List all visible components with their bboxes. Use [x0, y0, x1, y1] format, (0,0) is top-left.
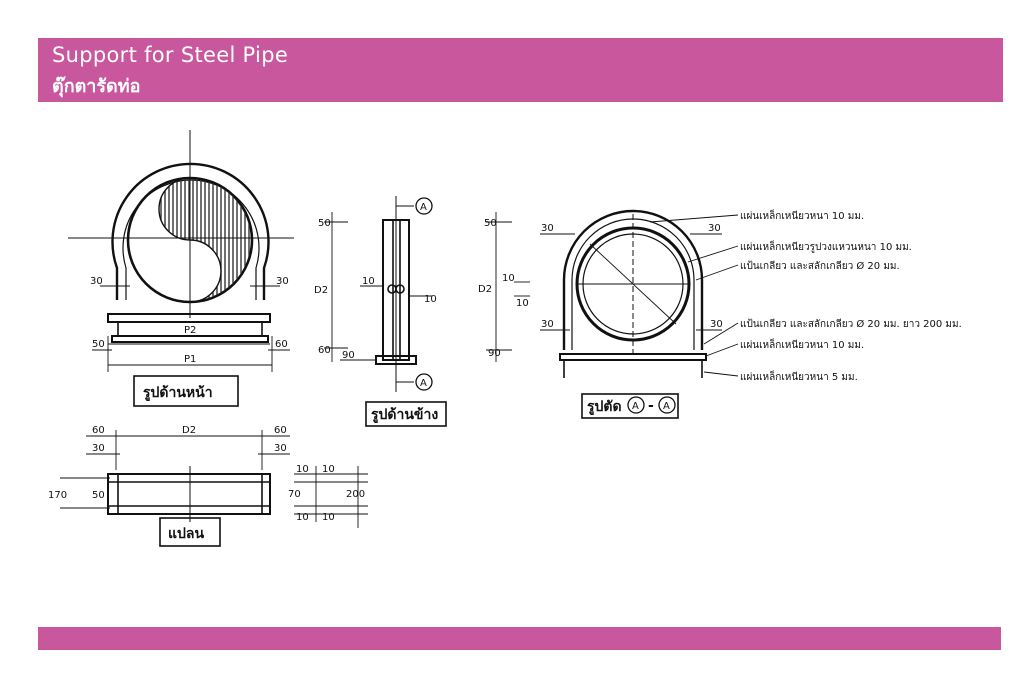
section-dim-10b: 10 — [516, 298, 529, 309]
note-6: แผ่นเหล็กเหนียวหนา 5 มม. — [740, 369, 858, 383]
section-mark-dash: - — [648, 398, 654, 414]
section-dim-right-30a: 30 — [708, 223, 721, 234]
side-section-mark-top: A — [420, 202, 427, 213]
section-view-label: รูปตัด — [587, 399, 622, 415]
front-dim-p2: P2 — [184, 325, 196, 336]
page-title: Support for Steel Pipe — [52, 43, 289, 67]
section-mark-circle-2 — [658, 396, 676, 414]
plan-label-box — [159, 517, 221, 547]
front-dim-left-50: 50 — [92, 339, 105, 350]
header-band: Support for Steel Pipe ตุ๊กตารัดท่อ — [38, 38, 1003, 102]
plan-dim-170: 170 — [48, 490, 67, 501]
front-label-box — [133, 375, 239, 407]
front-view — [68, 130, 294, 372]
section-dim-d2: D2 — [478, 284, 492, 295]
plan-dim-70: 70 — [288, 489, 301, 500]
side-view-label: รูปด้านข้าง — [371, 407, 438, 423]
plan-dim-right-30: 30 — [274, 443, 287, 454]
footer-band — [38, 627, 1001, 650]
note-1: แผ่นเหล็กเหนียวหนา 10 มม. — [740, 208, 864, 222]
note-4: แป้นเกลียว และสลักเกลียว Ø 20 มม. ยาว 20… — [740, 318, 962, 330]
note-2: แผ่นเหล็กเหนียวรูปวงแหวนหนา 10 มม. — [740, 239, 912, 253]
note-3: แป้นเกลียว และสลักเกลียว Ø 20 มม. — [740, 260, 900, 272]
section-dim-right-30b: 30 — [710, 319, 723, 330]
section-dim-90: 90 — [488, 348, 501, 359]
plan-dim-50: 50 — [92, 490, 105, 501]
side-dim-d2: D2 — [314, 285, 328, 296]
side-label-box — [365, 401, 447, 427]
plan-dim-10d: 10 — [322, 512, 335, 523]
plan-view-label: แปลน — [168, 526, 204, 542]
note-5: แผ่นเหล็กเหนียวหนา 10 มม. — [740, 337, 864, 351]
plan-view — [60, 430, 368, 528]
side-dim-10a: 10 — [362, 276, 375, 287]
side-dim-60: 60 — [318, 345, 331, 356]
front-dim-right-30: 30 — [276, 276, 289, 287]
page-subtitle: ตุ๊กตารัดท่อ — [52, 76, 141, 97]
front-dim-p1: P1 — [184, 354, 196, 365]
plan-dim-right-60: 60 — [274, 425, 287, 436]
section-mark-2: A — [663, 401, 670, 412]
plan-dim-d2: D2 — [182, 425, 196, 436]
front-view-label: รูปด้านหน้า — [143, 385, 213, 401]
plan-dim-left-60: 60 — [92, 425, 105, 436]
plan-dim-10a: 10 — [296, 464, 309, 475]
section-dim-50: 50 — [484, 218, 497, 229]
section-dim-left-30b: 30 — [541, 319, 554, 330]
side-section-mark-bottom: A — [420, 378, 427, 389]
section-mark-circle-1 — [627, 396, 645, 414]
section-view — [486, 209, 739, 378]
front-dim-left-30: 30 — [90, 276, 103, 287]
plan-dim-10c: 10 — [296, 512, 309, 523]
plan-dim-200: 200 — [346, 489, 365, 500]
front-dim-right-60: 60 — [275, 339, 288, 350]
plan-dim-left-30: 30 — [92, 443, 105, 454]
section-dim-10a: 10 — [502, 273, 515, 284]
section-dim-left-30a: 30 — [541, 223, 554, 234]
section-label-box — [581, 393, 679, 419]
plan-dim-10b: 10 — [322, 464, 335, 475]
side-dim-50: 50 — [318, 218, 331, 229]
section-mark-1: A — [632, 401, 639, 412]
side-view — [324, 196, 433, 392]
side-dim-90: 90 — [342, 350, 355, 361]
side-dim-10b: 10 — [424, 294, 437, 305]
